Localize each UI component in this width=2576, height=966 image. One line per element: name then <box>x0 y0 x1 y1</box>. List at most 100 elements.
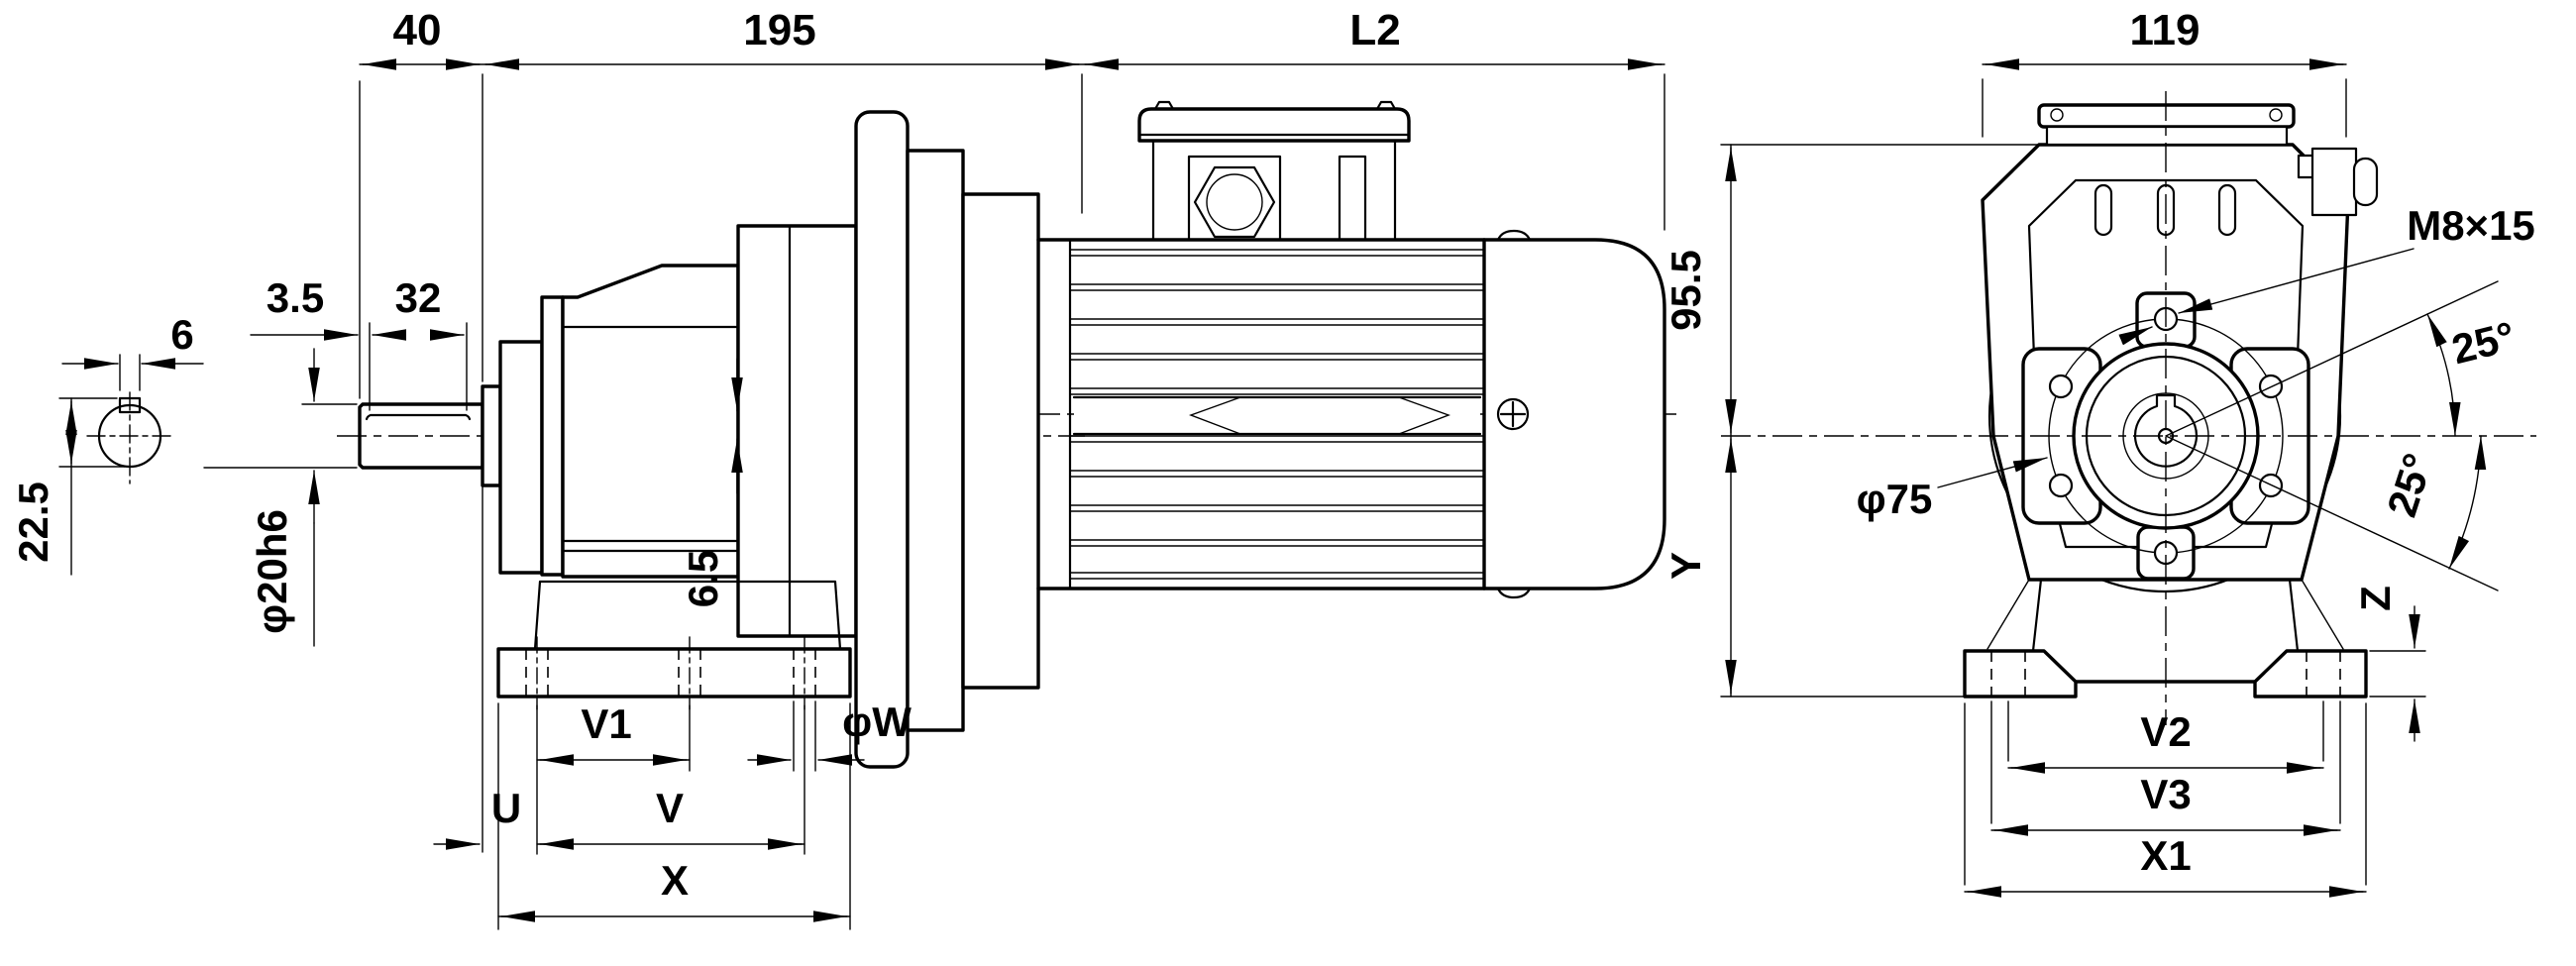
dim-angle-lower: 25° <box>2378 448 2441 522</box>
terminal-box-side <box>1137 100 1411 242</box>
path-shape <box>1069 318 1485 326</box>
dim-x: X <box>661 857 689 904</box>
circle-shape <box>2048 374 2074 399</box>
path-shape <box>1069 249 1485 257</box>
path-shape <box>1720 144 2038 698</box>
fin-band-mask <box>1074 397 1480 434</box>
feet-dimensions: V2 V3 X1 <box>1964 700 2367 898</box>
ext-lines-top <box>359 73 1665 399</box>
dim-axis-offset: 6.5 <box>680 550 726 607</box>
end-height-dimensions: 95.5 Y <box>1663 144 2038 698</box>
ext-lines-bottom <box>482 390 851 930</box>
path-shape <box>678 649 701 697</box>
mounting-base-side <box>496 580 852 710</box>
foot-height-dimension: Z <box>2352 586 2426 742</box>
axis-offset-dim: 6.5 <box>680 358 743 607</box>
shaft-keyway-line <box>365 413 472 421</box>
endcap-screw-boss-bottom <box>1496 587 1532 599</box>
rect-shape <box>2310 147 2358 217</box>
feet-end <box>1963 578 2368 698</box>
pedestal <box>533 580 842 651</box>
end-box-body <box>2045 125 2289 147</box>
gland-thread-circle <box>1206 173 1263 231</box>
tapped-hole-callout: M8×15 <box>2118 202 2535 346</box>
path-shape <box>536 636 805 710</box>
dim-foot-height: Z <box>2352 586 2399 611</box>
dim-v: V <box>656 785 684 831</box>
fin-lines <box>1069 249 1485 580</box>
base-bolt-centerlines <box>536 636 805 710</box>
path-shape <box>1499 400 1527 428</box>
dim-shaft-extension: 40 <box>393 6 442 54</box>
dim-x1: X1 <box>2140 832 2191 879</box>
dim-key-height: 22.5 <box>10 482 56 563</box>
gear-unit-housing <box>498 110 910 769</box>
path-shape <box>1069 572 1485 580</box>
line-shape <box>1937 457 2048 488</box>
dim-tapped-hole: M8×15 <box>2407 202 2535 249</box>
ext-lines-key <box>369 322 468 411</box>
dim-body-width: 119 <box>2130 6 2200 54</box>
dim-height-above-axis: 95.5 <box>1663 250 1709 331</box>
lid-screw-right-icon <box>2269 108 2283 122</box>
path-shape <box>1069 353 1485 361</box>
cable-gland-end <box>2297 147 2379 217</box>
dim-v2: V2 <box>2140 708 2191 755</box>
dim-gear-unit-length: 195 <box>743 6 815 54</box>
foot-ribs <box>1986 579 2344 650</box>
dim-key-width: 6 <box>170 311 193 358</box>
path-shape <box>2448 435 2487 570</box>
dim-motor-length: L2 <box>1349 6 1400 54</box>
end-view: 119 95.5 Y Z M8×15 <box>1663 6 2536 898</box>
path-shape <box>1982 78 2347 138</box>
front-ring <box>498 340 544 575</box>
end-width-dimension: 119 <box>1982 6 2347 138</box>
path-shape <box>793 649 816 697</box>
ext-lines-shaft-dia <box>203 403 358 469</box>
gear-body-joint-lines <box>561 539 740 553</box>
cable-gland-hex-icon <box>1193 165 1276 239</box>
dim-u: U <box>491 785 521 831</box>
key-height-ext-lines <box>58 397 126 468</box>
shaft-collar <box>481 384 502 487</box>
rect-shape <box>2093 183 2113 237</box>
shaft-key-dimensions: 3.5 32 φ20h6 <box>203 274 468 647</box>
motor-flange-disc <box>854 110 910 769</box>
gland-recess <box>1187 155 1282 242</box>
front-endbell <box>961 192 1040 690</box>
flange-bolt-holes <box>2048 306 2284 566</box>
line-shape <box>2178 248 2415 314</box>
phillips-screw-icon <box>1496 397 1530 431</box>
fin-band-chevron-right <box>1398 396 1451 435</box>
side-top-dimensions: 40 195 L2 <box>359 6 1665 399</box>
dim-bolt-circle: φ75 <box>1857 476 1933 522</box>
end-inner-face <box>2027 178 2305 549</box>
box-lid <box>1137 107 1411 143</box>
rear-endcap <box>1482 238 1666 590</box>
dim-key-offset: 3.5 <box>267 274 324 321</box>
endring-lines <box>1036 238 1072 590</box>
rect-shape <box>2297 154 2315 179</box>
lid-screw-left-icon <box>2050 108 2064 122</box>
path-shape <box>1069 470 1485 478</box>
shaft-bore-with-keyway <box>2133 393 2199 468</box>
gear-body <box>561 264 740 579</box>
circle-shape <box>1496 397 1530 431</box>
box-walls <box>1151 139 1397 242</box>
path-shape <box>2165 280 2499 591</box>
rect-shape <box>2217 183 2237 237</box>
adapter-ring <box>906 149 965 732</box>
feet-outline <box>1963 649 2368 698</box>
dim-shaft-diameter: φ20h6 <box>249 509 295 634</box>
second-ring <box>540 295 565 577</box>
dim-v3: V3 <box>2140 771 2191 817</box>
side-view: 6 22.5 6.5 <box>10 6 1676 930</box>
bolt-circle-callout: φ75 <box>1857 457 2048 522</box>
path-shape <box>1964 700 2367 886</box>
path-shape <box>1069 435 1485 443</box>
key-width-ext-lines <box>119 354 141 391</box>
feet-bolt-holes-hidden <box>1990 651 2341 697</box>
path-shape <box>1069 504 1485 512</box>
dim-axis-to-base: Y <box>1663 552 1709 580</box>
